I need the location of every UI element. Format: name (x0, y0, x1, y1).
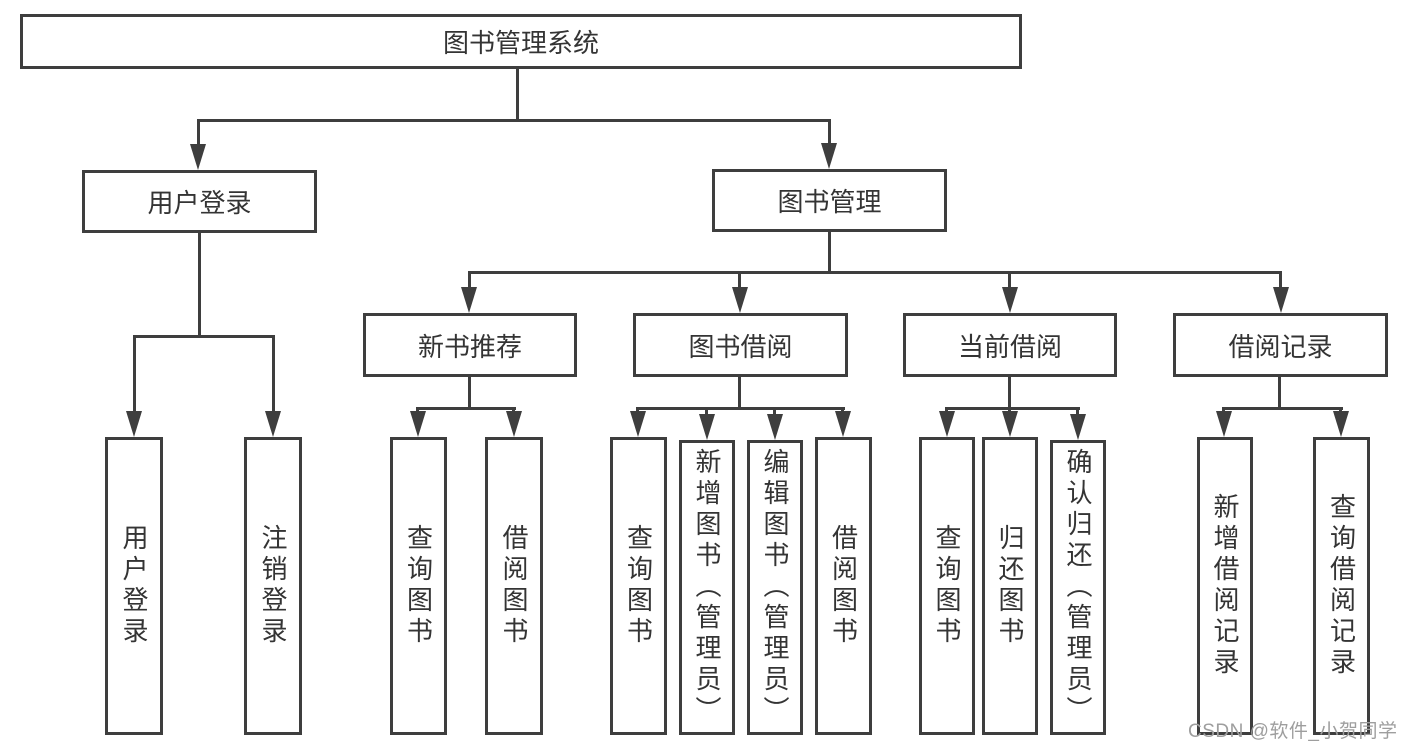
connector (1278, 377, 1281, 410)
connector (1008, 271, 1011, 291)
leaf-label: 用户登录 (119, 524, 149, 648)
node-new-book-recommend: 新书推荐 (363, 313, 577, 377)
node-borrow-records: 借阅记录 (1173, 313, 1388, 377)
leaf-label: 归还图书 (995, 524, 1025, 648)
connector (1076, 407, 1079, 419)
leaf-label: 查询图书 (403, 524, 434, 648)
connector (198, 233, 201, 338)
connector (738, 377, 741, 410)
arrow-down (126, 411, 142, 437)
leaf-borrow-books: 借阅图书 (815, 437, 872, 735)
node-book-borrow: 图书借阅 (633, 313, 848, 377)
arrow-down (410, 411, 426, 437)
connector (1279, 271, 1282, 291)
arrow-down (821, 143, 837, 169)
leaf-label: 查询图书 (623, 524, 654, 648)
leaf-label: 查询借阅记录 (1326, 493, 1357, 679)
node-label: 当前借阅 (957, 331, 1062, 362)
connector (828, 119, 831, 149)
leaf-user-login: 用户登录 (105, 437, 163, 735)
connector (828, 232, 831, 274)
arrow-down (461, 287, 477, 313)
arrow-down (732, 287, 748, 313)
node-current-borrow: 当前借阅 (903, 313, 1117, 377)
node-label: 图书管理 (777, 187, 882, 217)
node-book-management: 图书管理 (712, 169, 947, 232)
leaf-return-books: 归还图书 (982, 437, 1038, 735)
connector (417, 407, 516, 410)
arrow-down (265, 411, 281, 437)
leaf-label: 新增借阅记录 (1210, 493, 1240, 679)
connector (773, 407, 776, 419)
arrow-down (1216, 411, 1232, 437)
connector (272, 335, 275, 415)
node-label: 新书推荐 (417, 331, 522, 362)
connector (468, 271, 1282, 274)
node-label: 用户登录 (147, 188, 252, 218)
arrow-down (190, 144, 206, 170)
leaf-edit-books-admin: 编辑图书（管理员） (747, 440, 803, 735)
node-label: 图书管理系统 (442, 28, 599, 58)
node-label: 图书借阅 (688, 331, 793, 362)
connector (197, 119, 831, 122)
arrow-down (699, 414, 715, 440)
leaf-label: 编辑图书（管理员） (760, 448, 790, 727)
leaf-query-books: 查询图书 (390, 437, 447, 735)
arrow-down (835, 411, 851, 437)
csdn-watermark: CSDN @软件_小贺同学 (1188, 721, 1398, 742)
arrow-down (1273, 287, 1289, 313)
leaf-label: 查询图书 (932, 524, 962, 648)
leaf-add-books-admin: 新增图书（管理员） (679, 440, 735, 735)
leaf-label: 新增图书（管理员） (692, 448, 722, 727)
leaf-query-borrow-record: 查询借阅记录 (1313, 437, 1370, 735)
connector (468, 271, 471, 291)
node-system-root: 图书管理系统 (20, 14, 1022, 69)
leaf-add-borrow-record: 新增借阅记录 (1197, 437, 1253, 735)
connector (945, 407, 1080, 410)
connector (516, 69, 519, 122)
arrow-down (1002, 287, 1018, 313)
leaf-label: 注销登录 (258, 524, 288, 648)
connector (133, 335, 275, 338)
leaf-query-books: 查询图书 (610, 437, 667, 735)
arrow-down (939, 411, 955, 437)
connector (1223, 407, 1343, 410)
arrow-down (1002, 411, 1018, 437)
arrow-down (1070, 414, 1086, 440)
arrow-down (630, 411, 646, 437)
leaf-confirm-return-admin: 确认归还（管理员） (1050, 440, 1106, 735)
leaf-label: 借阅图书 (828, 524, 859, 648)
connector (637, 407, 845, 410)
connector (133, 335, 136, 415)
node-label: 借阅记录 (1228, 331, 1333, 362)
leaf-label: 确认归还（管理员） (1063, 448, 1093, 727)
leaf-label: 借阅图书 (499, 524, 529, 648)
leaf-query-books: 查询图书 (919, 437, 975, 735)
node-user-login: 用户登录 (82, 170, 317, 233)
connector (197, 119, 200, 149)
arrow-down (767, 414, 783, 440)
arrow-down (1333, 411, 1349, 437)
connector (738, 271, 741, 291)
arrow-down (506, 411, 522, 437)
leaf-borrow-books: 借阅图书 (485, 437, 543, 735)
leaf-logout: 注销登录 (244, 437, 302, 735)
connector (468, 377, 471, 410)
connector (705, 407, 708, 419)
connector (1008, 377, 1011, 410)
